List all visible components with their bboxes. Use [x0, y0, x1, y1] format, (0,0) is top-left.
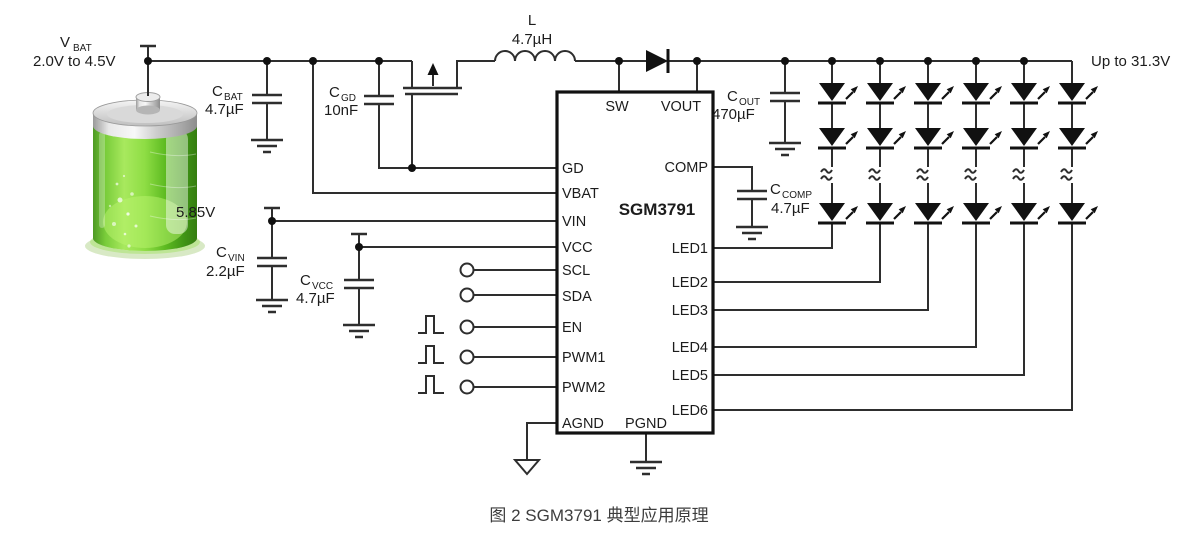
pin-label-sda: SDA [562, 289, 592, 305]
ground-icon [767, 141, 803, 157]
vin-rail-label: 5.85V [176, 204, 215, 221]
cgd-ref: C [329, 84, 340, 101]
ground-icon [734, 225, 770, 241]
ground-icon [254, 298, 290, 314]
cout-ref-sub: OUT [739, 97, 760, 108]
schematic-canvas: SW VOUT GD VBAT VIN VCC SCL SDA EN PWM1 … [33, 12, 1170, 476]
component-labels: V BAT 2.0V to 4.5V C BAT 4.7µF C GD 10nF… [33, 12, 1170, 307]
pin-label-pwm1: PWM1 [562, 350, 606, 366]
capacitor-cbat-icon [250, 93, 284, 105]
cvin-ref-sub: VIN [228, 253, 245, 264]
cvcc-value: 4.7µF [296, 290, 335, 307]
cout-value: 470µF [712, 106, 755, 123]
input-terminal-scl [459, 262, 475, 278]
led-array [818, 61, 1098, 223]
cvcc-ref: C [300, 272, 311, 289]
pin-label-vbat: VBAT [562, 186, 599, 202]
capacitor-cout-icon [768, 91, 802, 103]
ccomp-value: 4.7µF [771, 200, 810, 217]
pin-label-comp: COMP [665, 160, 709, 176]
pin-label-vout: VOUT [661, 99, 701, 115]
cgd-value: 10nF [324, 102, 358, 119]
inductor-value: 4.7µH [512, 31, 552, 48]
input-terminal-sda [459, 287, 475, 303]
ic-part-number: SGM3791 [619, 200, 696, 219]
battery-image [85, 92, 205, 259]
cvin-value: 2.2µF [206, 263, 245, 280]
pin-label-pwm2: PWM2 [562, 380, 606, 396]
led-string [1010, 61, 1050, 223]
cout-ref: C [727, 88, 738, 105]
led-string [866, 61, 906, 223]
input-terminal-pwm1 [459, 349, 475, 365]
input-terminal-en [459, 319, 475, 335]
pin-label-en: EN [562, 320, 582, 336]
pin-label-scl: SCL [562, 263, 590, 279]
pin-label-gd: GD [562, 161, 584, 177]
wire-logic-inputs [474, 269, 557, 388]
pin-label-led2: LED2 [672, 275, 708, 291]
ground-icon [341, 323, 377, 339]
pin-label-led4: LED4 [672, 340, 708, 356]
cbat-value: 4.7µF [205, 101, 244, 118]
wire-gd-net [378, 61, 557, 169]
inductor-ref: L [528, 12, 536, 29]
pin-label-vcc: VCC [562, 240, 593, 256]
cbat-ref-sub: BAT [224, 92, 243, 103]
mosfet-icon [403, 63, 462, 96]
wires [147, 46, 1073, 462]
cvcc-ref-sub: VCC [312, 281, 333, 292]
figure-caption: 图 2 SGM3791 典型应用原理 [489, 506, 709, 525]
ground-icon [628, 460, 664, 476]
wire-agnd [526, 422, 557, 460]
pin-label-led6: LED6 [672, 403, 708, 419]
pin-label-sw: SW [605, 99, 629, 115]
junction-dots [144, 57, 1028, 251]
capacitor-cgd-icon [362, 94, 396, 106]
capacitor-cvin-icon [255, 256, 289, 268]
input-terminal-pwm2 [459, 379, 475, 395]
pin-label-led1: LED1 [672, 241, 708, 257]
pin-label-led5: LED5 [672, 368, 708, 384]
cbat-ref: C [212, 83, 223, 100]
pin-label-vin: VIN [562, 214, 586, 230]
vbat-label: V [60, 34, 70, 51]
ic-body [555, 90, 715, 435]
pin-label-pgnd: PGND [625, 416, 667, 432]
pin-label-led3: LED3 [672, 303, 708, 319]
led-string [914, 61, 954, 223]
cvin-ref: C [216, 244, 227, 261]
led-string [1058, 61, 1098, 223]
led-string [818, 61, 858, 223]
pulse-waveform-icon [417, 345, 445, 364]
capacitor-cvcc-icon [342, 278, 376, 290]
led-string [962, 61, 1002, 223]
wire-vin-net [271, 208, 557, 300]
cgd-ref-sub: GD [341, 93, 356, 104]
wire-vbat-net [312, 61, 557, 194]
signal-ground-icon [512, 459, 542, 476]
output-voltage-label: Up to 31.3V [1091, 53, 1170, 70]
ccomp-ref-sub: COMP [782, 190, 812, 201]
wire-vcc-net [358, 234, 557, 325]
vbat-label-sub: BAT [73, 43, 92, 54]
pulse-waveform-icon [417, 375, 445, 394]
ground-icon [249, 138, 285, 154]
vbat-range-label: 2.0V to 4.5V [33, 53, 116, 70]
inductor-icon [494, 50, 576, 62]
pulse-waveform-icon [417, 315, 445, 334]
ccomp-ref: C [770, 181, 781, 198]
wire-mosfet-drain [456, 60, 495, 88]
capacitor-ccomp-icon [735, 189, 769, 201]
ic-pin-labels: SW VOUT GD VBAT VIN VCC SCL SDA EN PWM1 … [562, 99, 708, 432]
pin-label-agnd: AGND [562, 416, 604, 432]
wire-comp-net [713, 166, 753, 227]
wire-led-returns [713, 223, 1073, 411]
diode-icon [646, 49, 670, 73]
